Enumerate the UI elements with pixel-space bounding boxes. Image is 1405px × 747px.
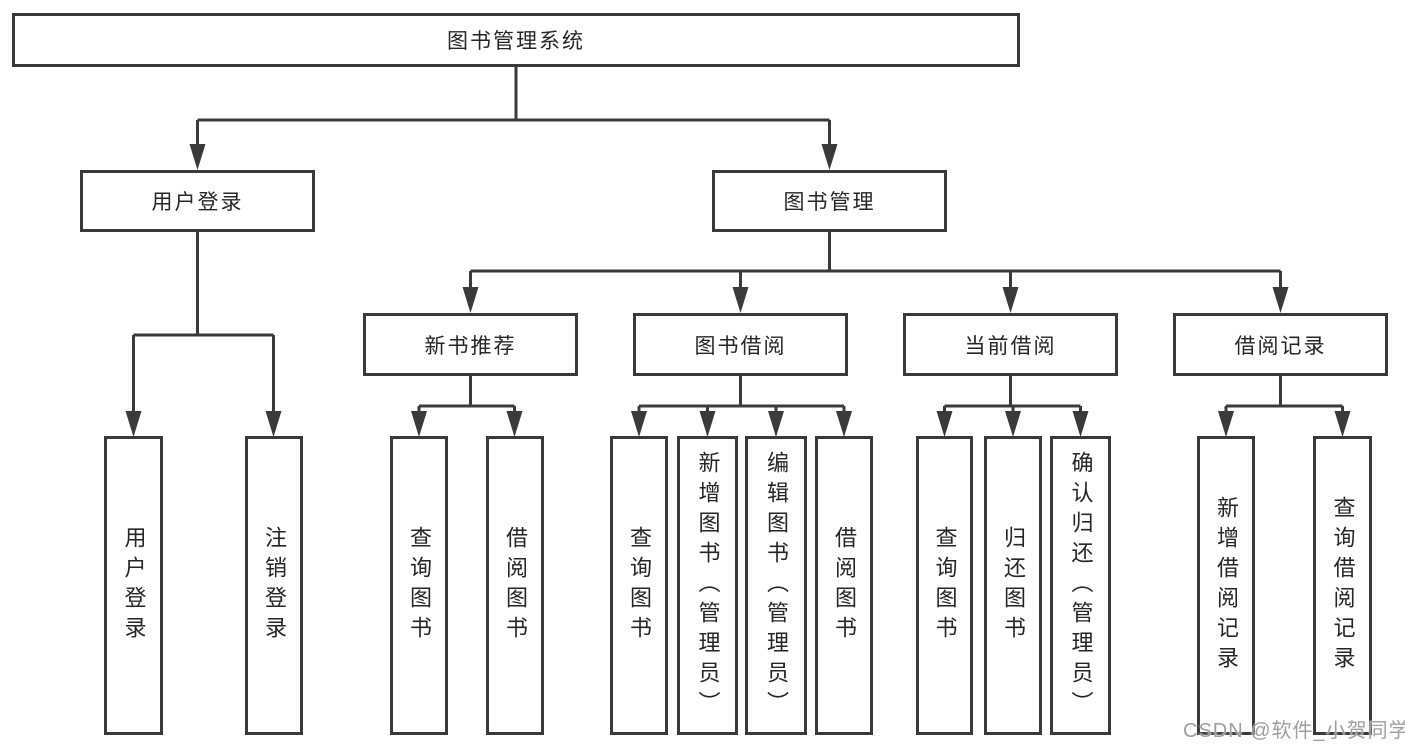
leaf-borrow-books-1: 借阅图书 [486,436,544,735]
node-user-login-branch: 用户登录 [80,170,315,232]
node-new-book-rec-label: 新书推荐 [424,334,517,358]
leaf-query-books-1-label: 查询图书 [407,525,432,646]
edge-new-book-rec-to-leaves [411,376,523,437]
leaf-return-book-label: 归还图书 [1001,525,1026,646]
node-book-mgmt-label: 图书管理 [783,191,876,214]
edge-book-borrow-to-leaves [631,376,852,437]
node-book-borrow-label: 图书借阅 [694,334,787,358]
leaf-query-borrow-record: 查询借阅记录 [1313,436,1372,735]
node-book-mgmt: 图书管理 [712,170,947,232]
edge-user-login-to-leaves [125,232,282,437]
leaf-return-book: 归还图书 [984,436,1042,735]
leaf-edit-book-admin: 编辑图书（管理员） [745,436,807,735]
edge-root-to-level2 [189,66,838,170]
leaf-edit-book-admin-label: 编辑图书（管理员） [764,450,789,721]
leaf-borrow-books-2: 借阅图书 [815,436,873,735]
leaf-borrow-books-2-label: 借阅图书 [832,525,857,646]
leaf-query-borrow-record-label: 查询借阅记录 [1330,495,1356,676]
leaf-borrow-books-1-label: 借阅图书 [503,525,528,646]
leaf-confirm-return-admin-label: 确认归还（管理员） [1068,450,1094,721]
leaf-query-books-3-label: 查询图书 [932,525,958,646]
node-new-book-rec: 新书推荐 [363,313,578,376]
node-current-borrow: 当前借阅 [903,313,1118,376]
leaf-query-books-2-label: 查询图书 [627,525,652,646]
edge-book-mgmt-to-level3 [462,232,1289,313]
leaf-confirm-return-admin: 确认归还（管理员） [1050,436,1111,735]
leaf-query-books-3: 查询图书 [916,436,973,735]
leaf-add-borrow-record-label: 新增借阅记录 [1214,495,1239,676]
leaf-logout-label: 注销登录 [262,525,287,646]
node-user-login-branch-label: 用户登录 [151,191,244,214]
node-root: 图书管理系统 [12,13,1020,67]
leaf-query-books-2: 查询图书 [610,436,668,735]
edge-borrow-records-to-leaves [1218,376,1351,437]
node-root-label: 图书管理系统 [447,30,585,53]
leaf-query-books-1: 查询图书 [390,436,448,735]
leaf-add-borrow-record: 新增借阅记录 [1197,436,1255,735]
leaf-add-book-admin-label: 新增图书（管理员） [695,450,721,721]
leaf-logout: 注销登录 [245,436,303,735]
node-book-borrow: 图书借阅 [633,313,848,376]
csdn-watermark: CSDN @软件_小贺同学 [1183,720,1405,742]
leaf-user-login: 用户登录 [104,436,163,735]
node-borrow-records-label: 借阅记录 [1234,334,1327,358]
leaf-add-book-admin: 新增图书（管理员） [677,436,738,735]
node-borrow-records: 借阅记录 [1173,313,1388,376]
edge-current-borrow-to-leaves [936,376,1089,437]
node-current-borrow-label: 当前借阅 [964,334,1057,358]
leaf-user-login-label: 用户登录 [121,525,147,646]
